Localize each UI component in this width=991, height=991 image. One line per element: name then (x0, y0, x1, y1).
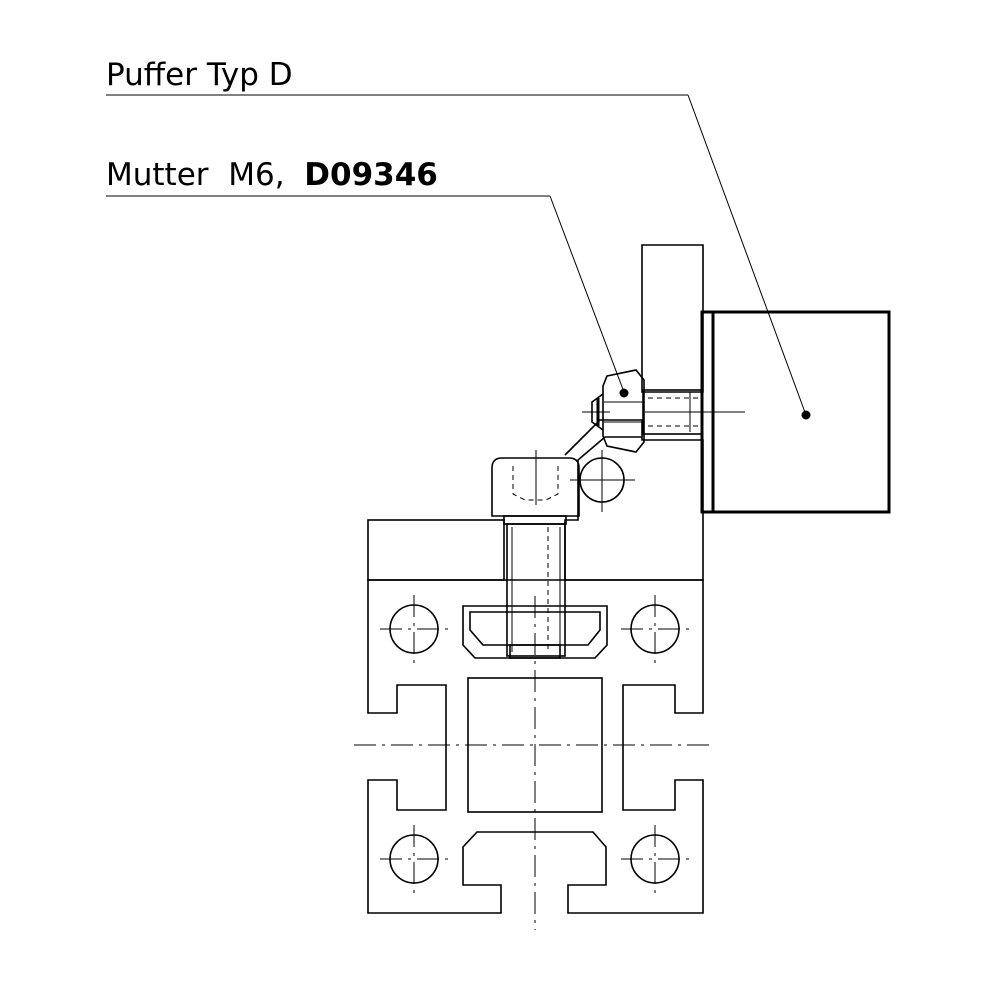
bracket-chamfer (564, 419, 643, 456)
label-nut-part-number: D09346 (304, 157, 438, 193)
label-buffer-group: Puffer Typ D (106, 57, 811, 420)
label-nut-group: Mutter M6, D09346 (106, 157, 629, 398)
screw-head (491, 457, 580, 517)
aluminium-profile (354, 579, 710, 930)
clamp-plate-left (367, 519, 505, 581)
label-nut: Mutter M6, D09346 (106, 157, 438, 193)
bore-centerlines (380, 595, 689, 893)
profile-outline (367, 579, 704, 914)
screw-neck (503, 515, 567, 525)
bracket-vertical-leg (641, 244, 704, 393)
slot-nut (469, 611, 601, 646)
bracket-lower-block (564, 436, 704, 581)
leader-nut-dot (619, 388, 629, 398)
leader-buffer (687, 94, 807, 416)
screw-shank (506, 523, 566, 657)
pivot-ball (570, 450, 635, 512)
threaded-stud (642, 389, 703, 435)
nut-m6-assembly (582, 369, 703, 453)
label-nut-prefix: Mutter M6, (106, 157, 304, 193)
leader-buffer-dot (801, 410, 811, 420)
cap-screw (491, 450, 580, 657)
label-buffer: Puffer Typ D (106, 57, 293, 93)
profile-top-slot (462, 605, 608, 659)
leader-nut (549, 195, 625, 393)
hex-nut (602, 369, 645, 453)
buffer-type-d (645, 310, 891, 514)
